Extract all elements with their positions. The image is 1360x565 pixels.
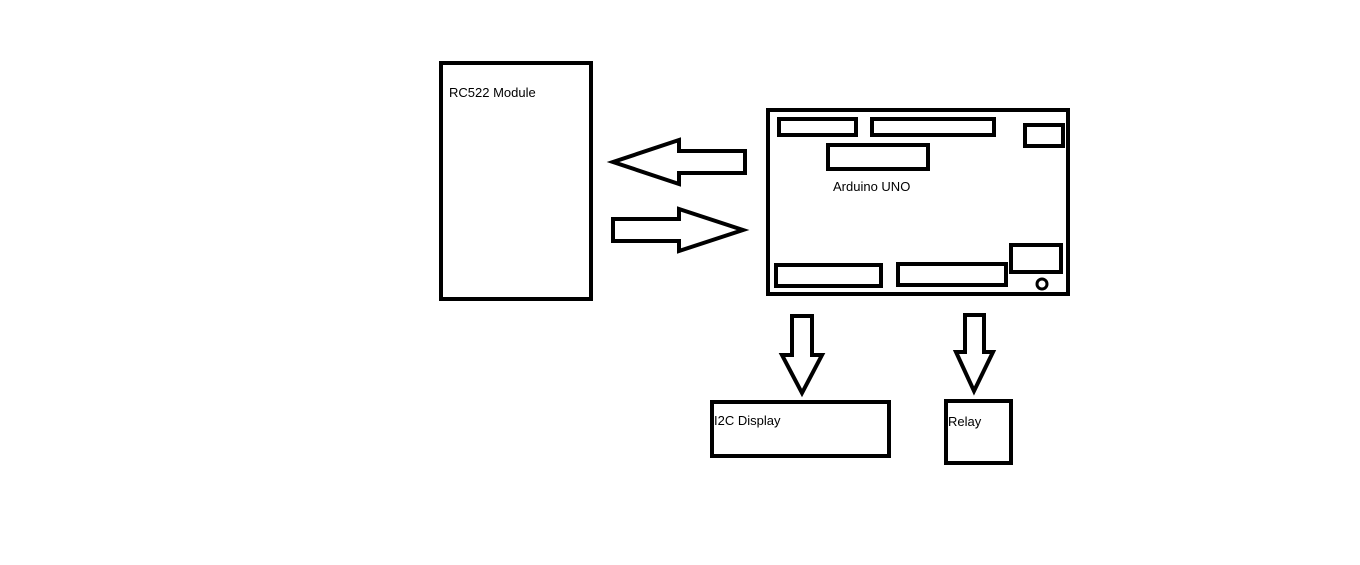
arduino-top-header-right (870, 117, 996, 137)
relay-label: Relay (948, 414, 982, 429)
i2c-display-box (710, 400, 891, 458)
rc522-module-box (439, 61, 593, 301)
arduino-board-box (766, 108, 1070, 296)
i2c-display-label: I2C Display (714, 413, 781, 428)
arrow-to-rc522 (606, 137, 747, 187)
relay-box (944, 399, 1013, 465)
arrow-to-display (778, 314, 826, 398)
arduino-top-header-left (777, 117, 858, 137)
arrow-to-relay (952, 313, 997, 396)
arduino-power-jack (1009, 243, 1063, 274)
arduino-bottom-header-left (774, 263, 883, 288)
arduino-uno-label: Arduino UNO (833, 179, 911, 194)
arduino-bottom-header-right (896, 262, 1008, 287)
rc522-module-label: RC522 Module (449, 85, 536, 100)
arduino-mount-hole (1035, 277, 1049, 291)
arduino-usb-port (1023, 123, 1065, 148)
arduino-chip (826, 143, 930, 171)
arrow-to-arduino (611, 206, 750, 254)
